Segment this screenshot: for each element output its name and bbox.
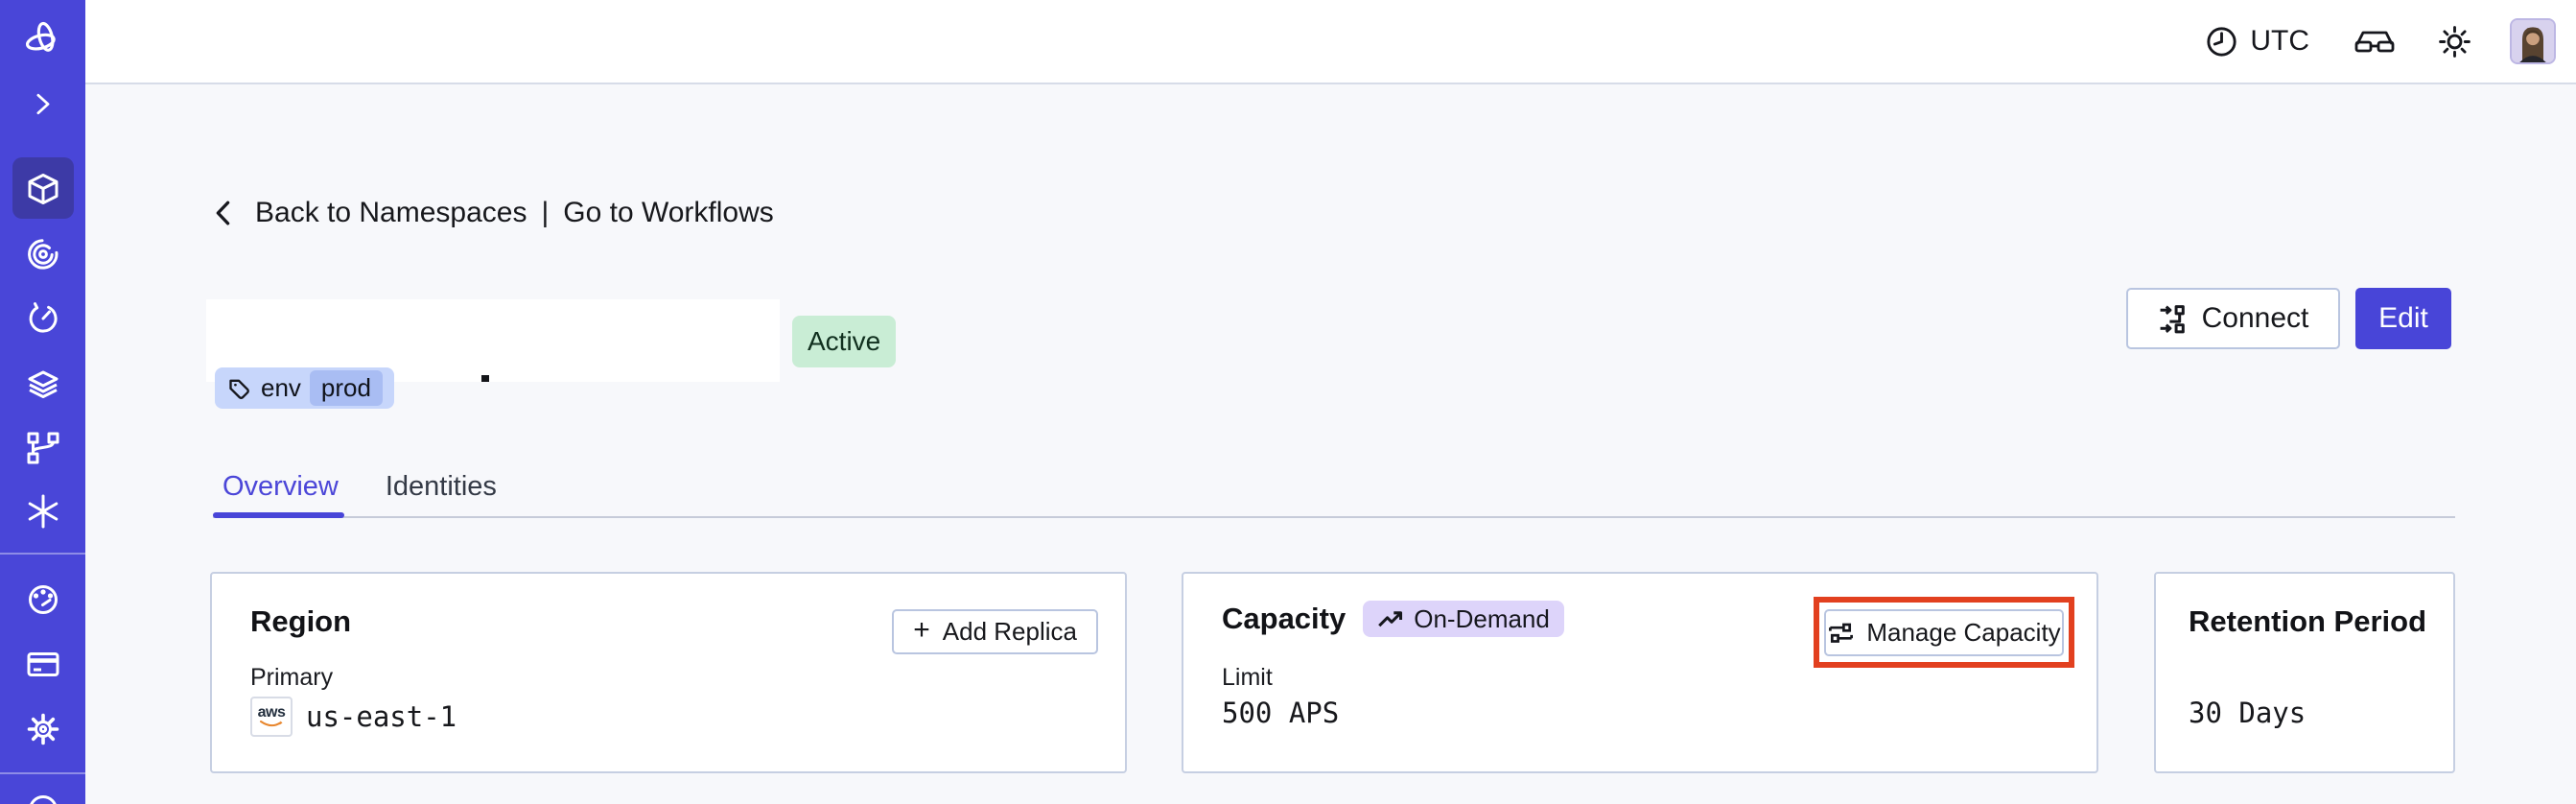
annotation-highlight-box: Manage Capacity — [1814, 597, 2074, 668]
sliders-icon — [1829, 623, 1854, 643]
status-badge-label: Active — [808, 326, 881, 356]
back-to-namespaces-link[interactable]: Back to Namespaces — [255, 196, 527, 228]
user-avatar[interactable] — [2510, 18, 2556, 64]
plus-icon: + — [913, 614, 930, 646]
edit-button[interactable]: Edit — [2355, 288, 2451, 349]
capacity-value: 500 APS — [1222, 697, 1340, 729]
breadcrumb-separator: | — [541, 196, 550, 228]
retention-card-title: Retention Period — [2189, 604, 2427, 638]
main-content: Back to Namespaces | Go to Workflows Act… — [85, 84, 2576, 804]
status-badge: Active — [792, 316, 897, 367]
tab-bar: Overview Identities — [222, 471, 497, 503]
edit-button-label: Edit — [2378, 302, 2428, 334]
retention-value: 30 Days — [2189, 697, 2307, 729]
brightness-sun-icon — [2439, 25, 2471, 58]
tab-underline — [213, 516, 2455, 518]
retention-card: Retention Period 30 Days — [2154, 572, 2455, 773]
region-card-title: Region — [250, 604, 352, 638]
asterisk-icon — [28, 494, 58, 529]
temporal-logo-icon — [25, 21, 56, 52]
primary-label: Primary — [250, 664, 334, 691]
clock-icon — [2207, 26, 2236, 57]
layers-icon — [28, 370, 58, 398]
add-replica-button[interactable]: + Add Replica — [892, 609, 1098, 654]
tab-overview[interactable]: Overview — [222, 471, 339, 502]
gear-icon — [27, 713, 59, 745]
tag-icon — [229, 379, 249, 399]
on-demand-label: On-Demand — [1414, 603, 1550, 633]
go-to-workflows-link[interactable]: Go to Workflows — [563, 196, 774, 228]
breadcrumb: Back to Namespaces | Go to Workflows — [207, 196, 774, 229]
tab-active-indicator — [213, 512, 344, 518]
sidebar-item-usage[interactable] — [0, 580, 85, 619]
capacity-value-row: 500 APS — [1222, 697, 1339, 729]
sidebar-item-deployments[interactable] — [0, 365, 85, 403]
namespace-tag: env prod — [215, 367, 394, 409]
aws-logo-text: aws — [257, 703, 286, 721]
trend-up-icon — [1378, 610, 1403, 627]
labs-mode-button[interactable] — [2354, 24, 2396, 59]
cube-icon — [28, 174, 58, 204]
sidebar-item-nexus[interactable] — [0, 492, 85, 531]
aws-logo: aws — [250, 697, 293, 737]
sidebar-divider — [0, 553, 85, 555]
credit-card-icon — [27, 652, 59, 676]
spiral-icon — [27, 239, 58, 270]
sidebar-item-namespaces[interactable] — [0, 170, 85, 208]
limit-label: Limit — [1222, 664, 1273, 691]
capacity-card: Capacity On-Demand Manage Capacity — [1182, 572, 2098, 773]
connect-button[interactable]: Connect — [2126, 288, 2340, 349]
connect-flow-icon — [2160, 304, 2185, 333]
circle-icon — [29, 795, 57, 804]
timezone-selector[interactable]: UTC — [2204, 24, 2309, 59]
sidebar-item-settings[interactable] — [0, 710, 85, 748]
timezone-label: UTC — [2250, 25, 2309, 57]
tab-identities[interactable]: Identities — [385, 471, 497, 502]
manage-capacity-button[interactable]: Manage Capacity — [1824, 608, 2064, 656]
theme-toggle-button[interactable] — [2437, 24, 2472, 59]
connect-button-label: Connect — [2201, 302, 2309, 334]
sidebar-item-billing[interactable] — [0, 645, 85, 683]
expand-sidebar-button[interactable] — [0, 86, 85, 122]
sidebar-item-task-queues[interactable] — [0, 429, 85, 467]
gauge-icon — [28, 585, 58, 614]
temporal-logo[interactable] — [0, 19, 85, 59]
tag-value-chip: prod — [309, 370, 383, 406]
top-bar: UTC — [85, 0, 2576, 84]
timer-clock-icon — [29, 302, 58, 333]
region-value: us-east-1 — [306, 700, 457, 733]
back-chevron-icon[interactable] — [207, 196, 241, 229]
manage-capacity-label: Manage Capacity — [1866, 617, 2061, 647]
region-value-row: aws us-east-1 — [250, 697, 457, 737]
sidebar-item-schedules[interactable] — [0, 299, 85, 338]
glasses-icon — [2354, 31, 2395, 53]
capacity-title-row: Capacity On-Demand — [1222, 601, 1564, 637]
region-card: Region + Add Replica Primary aws us-east… — [210, 572, 1127, 773]
capacity-card-title: Capacity — [1222, 602, 1347, 635]
aws-smile-arc — [260, 720, 283, 726]
chevron-right-icon — [36, 93, 50, 115]
branch-icon — [27, 432, 59, 464]
avatar-photo — [2512, 20, 2554, 62]
on-demand-badge: On-Demand — [1363, 601, 1564, 637]
sidebar-divider — [0, 772, 85, 774]
sidebar — [0, 0, 85, 804]
sidebar-item-workflows[interactable] — [0, 235, 85, 273]
redaction-artifact-dot — [481, 375, 489, 382]
retention-value-row: 30 Days — [2189, 697, 2306, 729]
tag-key: env — [261, 373, 301, 402]
sidebar-item-help[interactable] — [0, 792, 85, 804]
add-replica-label: Add Replica — [942, 617, 1077, 646]
